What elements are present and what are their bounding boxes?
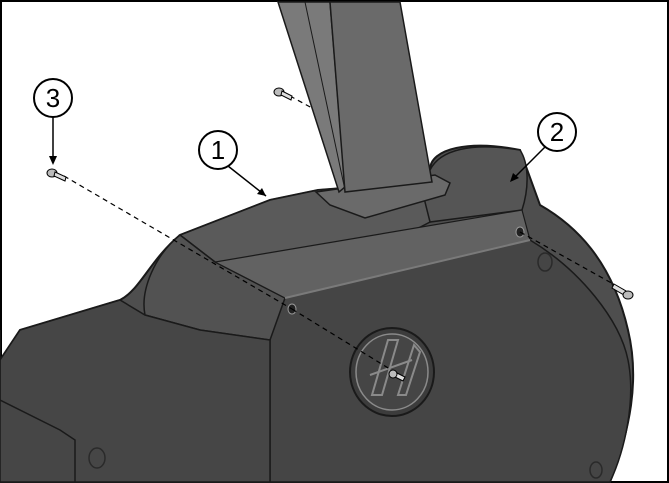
- post-boot: [314, 174, 451, 219]
- alignment-line-left: [63, 175, 293, 310]
- callout-1-label: 1: [211, 135, 225, 165]
- upright-post: [276, 1, 451, 219]
- shroud-top-surface: [419, 146, 528, 223]
- callout-3: 3: [33, 78, 73, 165]
- parting-line: [284, 239, 531, 299]
- screw-center: [388, 369, 406, 382]
- callout-2-label: 2: [550, 117, 564, 147]
- recess-hole: [589, 461, 603, 479]
- alignment-line-center: [291, 308, 399, 375]
- recess-hole: [88, 447, 106, 469]
- alignment-lines: [63, 95, 625, 375]
- screw-right: [611, 283, 634, 300]
- side-panel: [269, 239, 632, 483]
- cover-nose: [143, 234, 286, 341]
- callout-1: 1: [198, 130, 267, 197]
- screw-icon: [46, 87, 634, 382]
- screw-top: [273, 87, 293, 101]
- callout-2: 2: [510, 112, 577, 182]
- post-front-face: [329, 1, 433, 193]
- lower-left-seam: [0, 399, 76, 482]
- lower-left-body: [0, 299, 271, 483]
- post-edge: [304, 1, 346, 191]
- recess-hole: [537, 252, 553, 272]
- alignment-line-right: [519, 231, 625, 291]
- screw-left: [46, 168, 67, 182]
- callout-3-label: 3: [46, 83, 60, 113]
- alignment-line-top: [289, 95, 313, 109]
